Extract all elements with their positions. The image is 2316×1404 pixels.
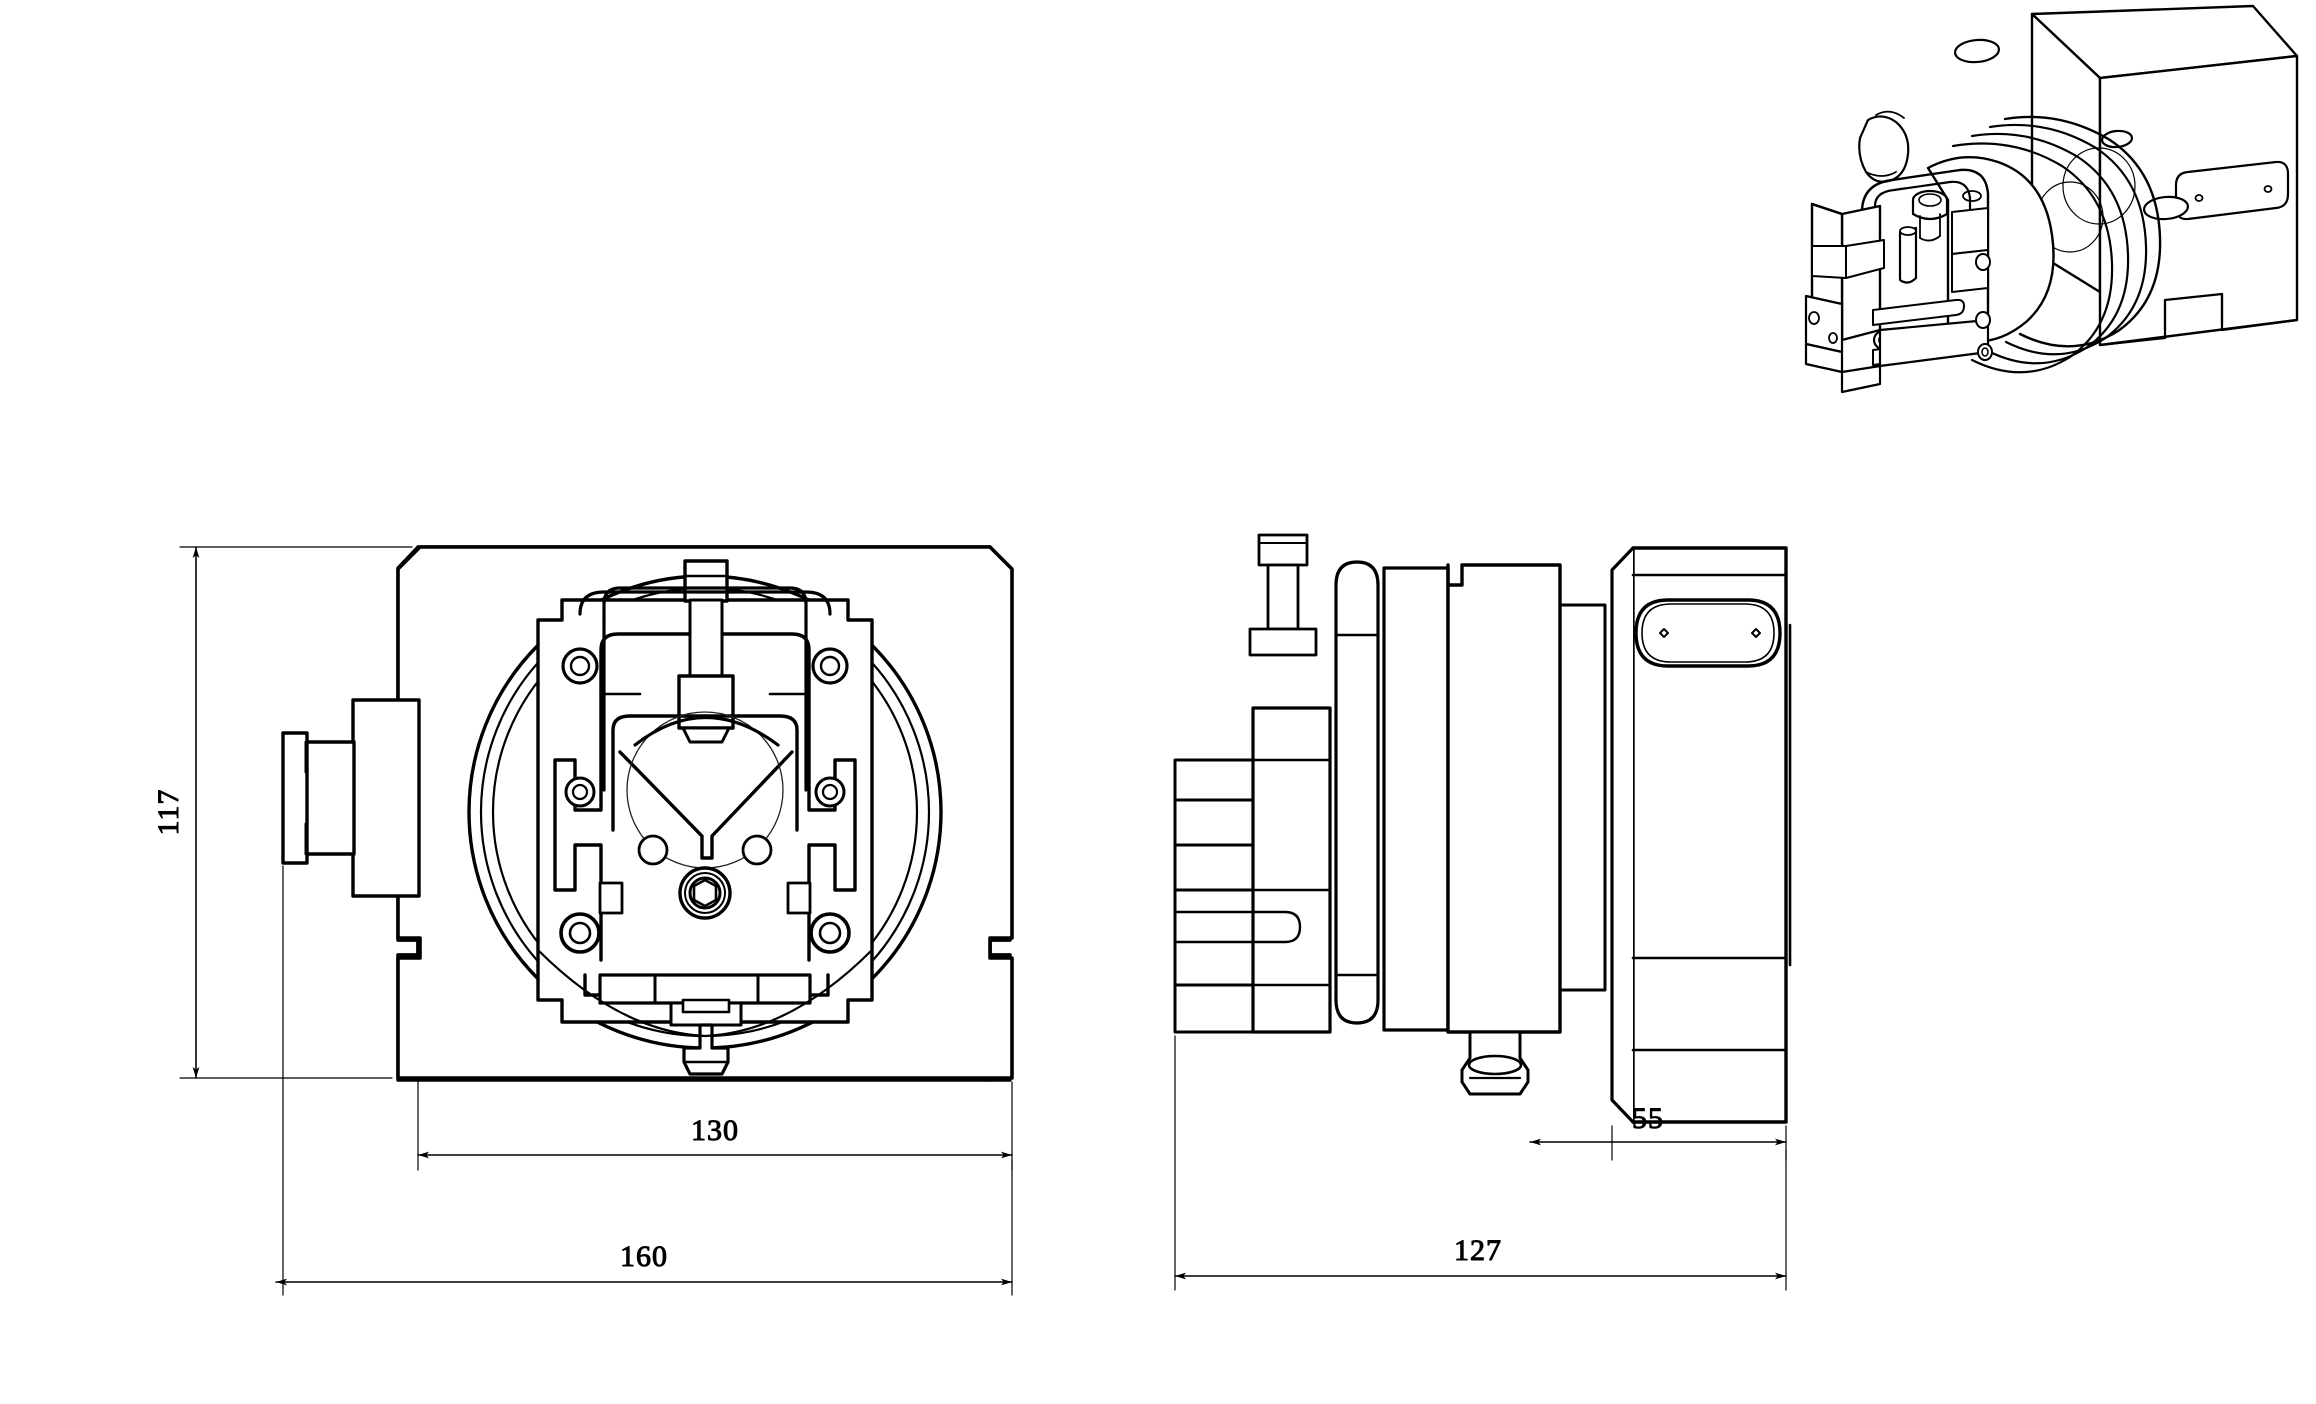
front-bolt-bosses bbox=[559, 647, 851, 954]
front-housing-block bbox=[536, 598, 874, 1024]
iso-left-knob bbox=[1858, 110, 1910, 183]
side-bottom-fitting bbox=[1460, 1030, 1530, 1096]
side-flange-plate bbox=[1382, 566, 1450, 1032]
iso-rotary-barrel bbox=[1951, 115, 2162, 374]
side-foot-blocks bbox=[1173, 758, 1255, 1034]
iso-clamp-base bbox=[1804, 342, 1882, 394]
iso-rear-block bbox=[1953, 4, 2299, 347]
iso-top-bolt bbox=[1911, 189, 1949, 242]
front-side-pads bbox=[598, 881, 812, 915]
front-clamp-bracket bbox=[553, 632, 857, 962]
side-rotary-barrel bbox=[1446, 563, 1607, 1034]
dim-label-117: 117 bbox=[152, 789, 185, 836]
front-center-fasteners bbox=[637, 834, 773, 920]
front-bottom-fitting bbox=[682, 1023, 730, 1076]
bolt-boss bbox=[561, 647, 599, 685]
dim-label-130: 130 bbox=[691, 1114, 739, 1147]
bolt-boss bbox=[559, 912, 601, 954]
front-rotary-face-arc bbox=[536, 948, 874, 1038]
hex-socket-screw bbox=[678, 866, 732, 920]
dim-label-127: 127 bbox=[1454, 1234, 1502, 1267]
side-view bbox=[1173, 533, 1792, 1124]
bolt-boss bbox=[564, 776, 596, 808]
iso-face-disc bbox=[1926, 156, 2055, 343]
front-left-shaft bbox=[281, 698, 421, 898]
front-yoke bbox=[578, 586, 832, 792]
front-v-block bbox=[611, 711, 799, 869]
dim-label-160: 160 bbox=[620, 1240, 668, 1273]
side-obround-slot bbox=[1634, 598, 1782, 668]
front-view bbox=[281, 545, 1014, 1082]
side-foot-slot bbox=[1173, 910, 1302, 944]
side-top-screw bbox=[1248, 533, 1318, 657]
side-rear-block bbox=[1610, 546, 1792, 1124]
side-view-dimensions: 55 127 bbox=[1174, 1035, 1787, 1291]
bolt-boss bbox=[809, 912, 851, 954]
front-lower-rail bbox=[583, 973, 830, 1027]
front-top-tab bbox=[683, 559, 729, 603]
bolt-boss bbox=[811, 647, 849, 685]
side-round-pillar bbox=[1334, 560, 1380, 1025]
bolt-boss bbox=[814, 776, 846, 808]
dim-label-55: 55 bbox=[1632, 1102, 1664, 1135]
front-view-dimensions: 117 130 160 bbox=[152, 546, 1013, 1296]
iso-clamp-assembly bbox=[1804, 168, 1993, 368]
isometric-view bbox=[1804, 4, 2299, 394]
side-left-plate bbox=[1251, 706, 1332, 1034]
